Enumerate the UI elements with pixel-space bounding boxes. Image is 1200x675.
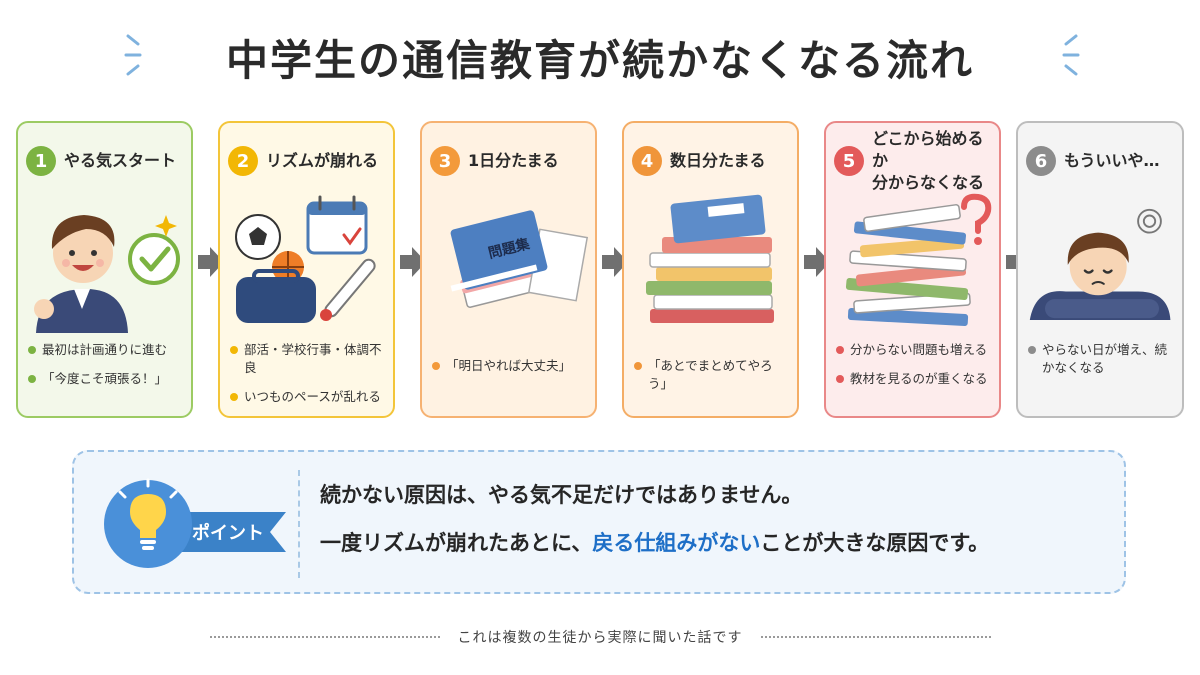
step-header: 5 どこから始めるか 分からなくなる: [834, 129, 993, 192]
step-bullets: 部活・学校行事・体調不良 いつものペースが乱れる: [230, 341, 387, 417]
bullet-dot: [230, 393, 238, 401]
bullet-dot: [230, 346, 238, 354]
book-pile-icon: [646, 194, 774, 323]
point-line-1: 続かない原因は、やる気不足だけではありません。: [320, 483, 803, 507]
step-title: どこから始めるか 分からなくなる: [872, 128, 993, 194]
step-header: 1 やる気スタート: [26, 137, 185, 185]
arrow-right-icon: [400, 247, 426, 277]
bullet-text: 最初は計画通りに進む: [42, 342, 168, 357]
point-text: 続かない原因は、やる気不足だけではありません。 一度リズムが崩れたあとに、戻る仕…: [320, 480, 1114, 576]
point-box: ポイント 続かない原因は、やる気不足だけではありません。 一度リズムが崩れたあと…: [72, 450, 1126, 594]
footer-dotted-line: [760, 636, 991, 638]
step-card-6: 6 もういいや… やらない日が増え、続かなくなる: [1016, 121, 1184, 418]
list-item: いつものペースが乱れる: [230, 388, 387, 406]
step-number-badge: 2: [228, 146, 258, 176]
sparkle-lines-left-icon: [124, 34, 142, 76]
sports-calendar-thermometer-icon: [235, 195, 376, 323]
point-label: ポイント: [192, 522, 264, 544]
list-item: 「今度こそ頑張る！」: [28, 370, 185, 388]
bullet-text: 「あとでまとめてやろう」: [648, 358, 773, 391]
point-line-2-before: 一度リズムが崩れたあとに、: [320, 531, 593, 555]
step-header: 4 数日分たまる: [632, 137, 791, 185]
bullet-text: 教材を見るのが重くなる: [850, 371, 988, 386]
list-item: 「あとでまとめてやろう」: [634, 357, 791, 393]
point-badge: ポイント: [104, 478, 286, 568]
step-title: やる気スタート: [64, 151, 177, 170]
step-bullets: 「明日やれば大丈夫」: [432, 357, 589, 386]
sparkle-lines-right-icon: [1062, 34, 1080, 76]
step-card-2: 2 リズムが崩れる 部活・学校行事・体調不良 いつものペースが乱れる: [218, 121, 395, 418]
step-header: 2 リズムが崩れる: [228, 137, 387, 185]
step-header: 3 1日分たまる: [430, 137, 589, 185]
point-line-2-after: ことが大きな原因です。: [760, 531, 990, 555]
bullet-dot: [836, 375, 844, 383]
footer: これは複数の生徒から実際に聞いた話です: [0, 624, 1200, 650]
title-area: 中学生の通信教育が続かなくなる流れ: [0, 22, 1200, 92]
step-title: リズムが崩れる: [266, 151, 379, 170]
arrow-right-icon: [198, 247, 224, 277]
workbook-stack-icon: 問題集: [450, 210, 589, 308]
bullet-dot: [28, 375, 36, 383]
list-item: やらない日が増え、続かなくなる: [1028, 341, 1176, 377]
point-highlight: 戻る仕組みがない: [592, 531, 761, 555]
bullet-text: 「明日やれば大丈夫」: [446, 358, 572, 373]
step-header: 6 もういいや…: [1026, 137, 1176, 185]
bullet-dot: [1028, 346, 1036, 354]
tired-student-icon: [1029, 208, 1171, 320]
bullet-dot: [634, 362, 642, 370]
divider: [298, 470, 300, 578]
step-bullets: 「あとでまとめてやろう」: [634, 357, 791, 404]
list-item: 部活・学校行事・体調不良: [230, 341, 387, 377]
bullet-text: 分からない問題も増える: [850, 342, 988, 357]
bullet-text: 「今度こそ頑張る！」: [42, 371, 168, 386]
step-title: もういいや…: [1064, 151, 1160, 170]
point-line-2: 一度リズムが崩れたあとに、戻る仕組みがないことが大きな原因です。: [320, 528, 1114, 558]
step-number-badge: 6: [1026, 146, 1056, 176]
bullet-dot: [28, 346, 36, 354]
bullet-dot: [836, 346, 844, 354]
step-title-line: どこから始めるか: [872, 129, 984, 170]
footer-note: これは複数の生徒から実際に聞いた話です: [457, 630, 743, 646]
step-title-line: 分からなくなる: [872, 173, 985, 192]
step-card-1: 1 やる気スタート 最初は計画通りに進む 「今度こそ頑張る！」: [16, 121, 193, 418]
happy-student-checkmark-icon: [34, 215, 180, 333]
step-card-3: 3 1日分たまる 問題集 「明日やれば大丈夫」: [420, 121, 597, 418]
step-bullets: やらない日が増え、続かなくなる: [1028, 341, 1176, 388]
arrow-right-icon: [804, 247, 830, 277]
step-number-badge: 3: [430, 146, 460, 176]
step-bullets: 最初は計画通りに進む 「今度こそ頑張る！」: [28, 341, 185, 399]
step-number-badge: 5: [834, 146, 864, 176]
list-item: 「明日やれば大丈夫」: [432, 357, 589, 375]
list-item: 最初は計画通りに進む: [28, 341, 185, 359]
step-title: 1日分たまる: [468, 151, 559, 170]
bullet-text: いつものペースが乱れる: [244, 389, 381, 404]
flow-steps: 1 やる気スタート 最初は計画通りに進む 「今度こそ頑張る！」 2 リ: [16, 121, 1184, 418]
page-title: 中学生の通信教育が続かなくなる流れ: [225, 35, 974, 85]
step-card-4: 4 数日分たまる 「あとでまとめてやろう」: [622, 121, 799, 418]
step-card-5: 5 どこから始めるか 分からなくなる 分からない問題も増える 教材を見るのが重く…: [824, 121, 1001, 418]
step-bullets: 分からない問題も増える 教材を見るのが重くなる: [836, 341, 993, 399]
bullet-dot: [432, 362, 440, 370]
bullet-text: やらない日が増え、続かなくなる: [1042, 342, 1168, 375]
step-number-badge: 1: [26, 146, 56, 176]
list-item: 分からない問題も増える: [836, 341, 993, 359]
arrow-right-icon: [602, 247, 628, 277]
step-title: 数日分たまる: [670, 151, 766, 170]
list-item: 教材を見るのが重くなる: [836, 370, 993, 388]
bullet-text: 部活・学校行事・体調不良: [244, 342, 382, 375]
step-number-badge: 4: [632, 146, 662, 176]
messy-pile-question-icon: [845, 193, 992, 326]
footer-dotted-line: [209, 636, 440, 638]
